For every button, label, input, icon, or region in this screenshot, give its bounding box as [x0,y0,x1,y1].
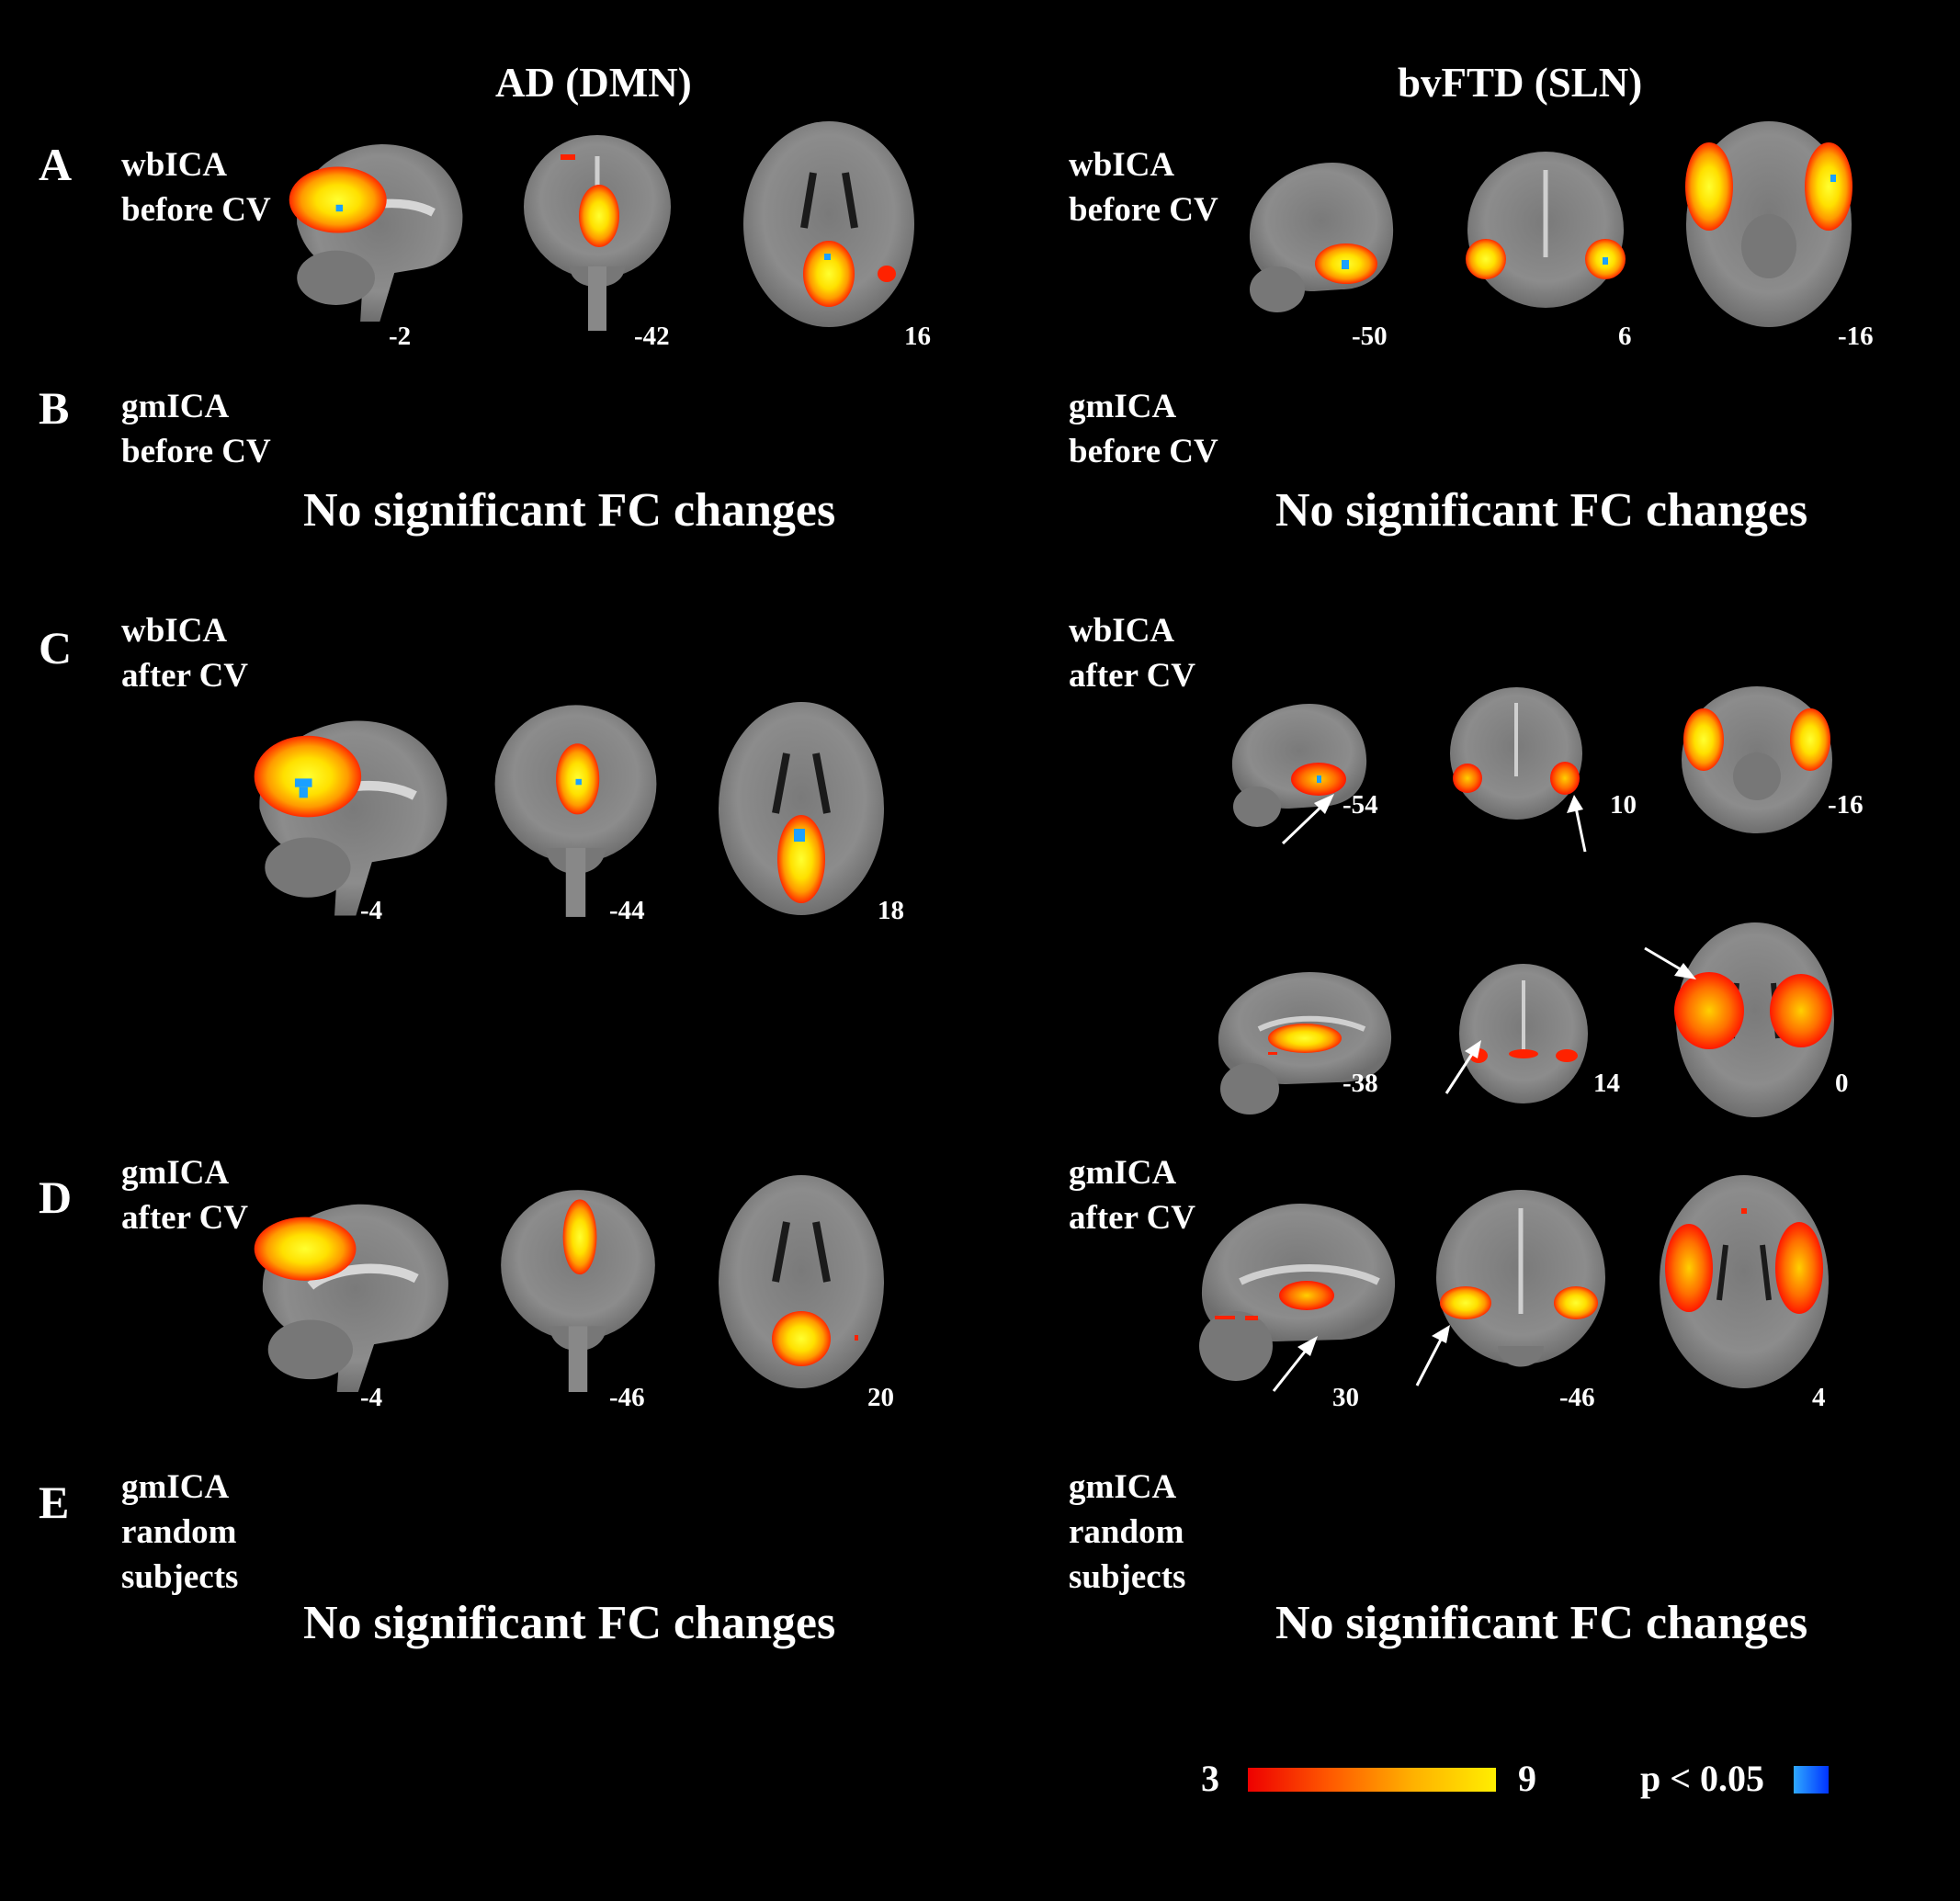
sagittal-brain-slice [244,698,458,919]
slice-coordinate: 4 [1812,1383,1826,1412]
slice-coordinate: 18 [878,896,904,925]
slice-coordinate: 10 [1610,790,1637,820]
sagittal-brain-slice [246,1185,459,1392]
slice-coordinate: -46 [609,1383,645,1412]
white-arrow-pointer [1415,1325,1450,1386]
column-title-bvftd: bvFTD (SLN) [1398,60,1643,106]
slice-coordinate: -38 [1343,1069,1378,1098]
method-label-d-bvftd: gmICA after CV [1069,1154,1196,1237]
slice-coordinate: -4 [360,896,383,925]
coronal-brain-slice [487,698,664,919]
white-arrow-pointer [1272,1336,1318,1392]
slice-coordinate: 0 [1835,1069,1849,1098]
method-label-a-ad: wbICA before CV [121,146,271,229]
result-e-bvftd: No significant FC changes [1275,1597,1808,1649]
slice-coordinate: -44 [609,896,645,925]
coronal-brain-slice [492,1185,664,1392]
colorbar [1248,1768,1496,1792]
coronal-brain-slice [1455,960,1592,1121]
coronal-brain-slice [1433,1185,1608,1392]
slice-coordinate: -2 [389,322,412,351]
method-label-b-bvftd: gmICA before CV [1069,388,1218,470]
slice-coordinate: -46 [1559,1383,1595,1412]
method-label-e-bvftd: gmICA random subjects [1069,1468,1186,1596]
sagittal-brain-slice [1213,965,1397,1121]
axial-brain-slice [1678,685,1836,836]
axial-brain-slice [715,698,888,919]
coronal-brain-slice [1463,147,1628,331]
slice-coordinate: -50 [1352,322,1388,351]
slice-coordinate: 20 [867,1383,894,1412]
slice-coordinate: -54 [1343,790,1378,820]
method-label-b-ad: gmICA before CV [121,388,271,470]
axial-brain-slice [715,1171,888,1392]
slice-coordinate: 14 [1593,1069,1620,1098]
method-label-a-bvftd: wbICA before CV [1069,146,1218,229]
slice-coordinate: -4 [360,1383,383,1412]
result-b-ad: No significant FC changes [303,484,836,537]
row-letter-b: B [39,382,70,434]
slice-coordinate: 30 [1332,1383,1359,1412]
slice-coordinate: 6 [1618,322,1632,351]
white-arrow-pointer [1445,1040,1481,1094]
row-letter-e: E [39,1477,70,1528]
method-label-c-ad: wbICA after CV [121,612,249,695]
axial-brain-slice [1657,1171,1831,1392]
method-label-d-ad: gmICA after CV [121,1154,249,1237]
axial-brain-slice [1682,118,1856,331]
axial-brain-slice [740,118,919,331]
slice-coordinate: -16 [1838,322,1874,351]
row-letter-a: A [39,139,73,190]
p-value-color-swatch [1794,1766,1829,1794]
white-arrow-pointer [1644,946,1696,979]
sagittal-brain-slice [1195,1194,1401,1392]
slice-coordinate: -42 [634,322,670,351]
sagittal-brain-slice [278,118,472,331]
white-arrow-pointer [1567,795,1587,853]
colorbar-min-label: 3 [1201,1758,1219,1799]
row-letter-c: C [39,622,73,673]
coronal-brain-slice [1447,685,1585,836]
axial-brain-slice [1672,919,1838,1121]
slice-coordinate: 16 [904,322,931,351]
white-arrow-pointer [1281,794,1334,845]
colorbar-max-label: 9 [1518,1758,1536,1799]
method-label-c-bvftd: wbICA after CV [1069,612,1196,695]
coronal-brain-slice [515,129,680,331]
result-b-bvftd: No significant FC changes [1275,484,1808,537]
p-value-label: p < 0.05 [1640,1758,1765,1799]
sagittal-brain-slice [1225,698,1372,836]
sagittal-brain-slice [1241,152,1399,331]
method-label-e-ad: gmICA random subjects [121,1468,239,1596]
result-e-ad: No significant FC changes [303,1597,836,1649]
slice-coordinate: -16 [1828,790,1864,820]
column-title-ad: AD (DMN) [495,60,692,106]
row-letter-d: D [39,1171,73,1223]
